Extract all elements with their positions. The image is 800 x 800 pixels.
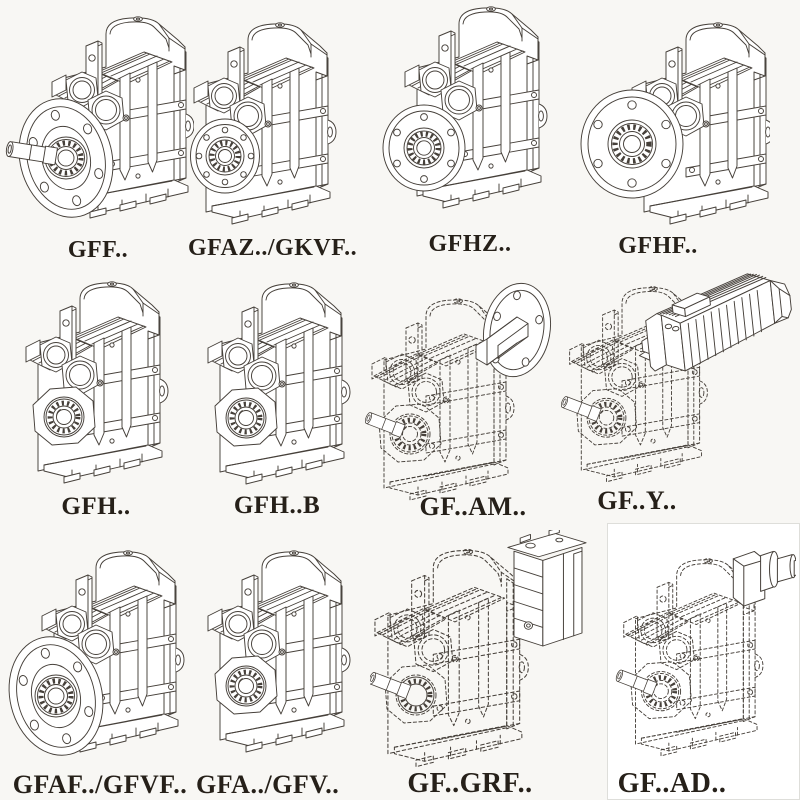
item-label-gfhf: GFHF.. [618, 233, 698, 259]
catalog-item-gfh-b: GFH..B [194, 278, 360, 528]
gearbox-drawing-gfhz [375, 6, 548, 209]
catalog-item-gf-grf: GF..GRF.. [370, 530, 608, 800]
catalog-item-gff: GFF.. [2, 8, 194, 268]
catalog-item-gf-am: GF..AM.. [360, 276, 560, 530]
gearbox-drawing-gfa [207, 550, 351, 753]
catalog-item-gfa-gfv: GFA../GFV.. [196, 540, 358, 800]
item-label-gff: GFF.. [67, 237, 129, 263]
catalog-item-gf-y: GF..Y.. [558, 270, 798, 526]
gearbox-drawing-gf-ad [612, 550, 796, 757]
gearbox-drawing-gfhf [570, 22, 770, 225]
item-label-gf-am: GF..AM.. [419, 492, 527, 521]
item-label-gf-ad: GF..AD.. [617, 768, 727, 799]
catalog-item-gfh: GFH.. [10, 275, 182, 527]
gearbox-drawing-gff [2, 16, 194, 236]
item-label-gfh: GFH.. [61, 493, 131, 520]
item-label-gfh-b: GFH..B [233, 492, 321, 519]
catalog-item-gfaz-gkvf: GFAZ../GKVF.. [188, 10, 358, 268]
gearbox-drawing-gfh [25, 281, 169, 484]
catalog-item-gfaf-gfvf: GFAF../GFVF.. [4, 540, 196, 800]
item-label-gf-y: GF..Y.. [597, 486, 677, 515]
gearbox-drawing-gf-y [558, 270, 798, 483]
catalog-item-gfhz: GFHZ.. [375, 0, 550, 266]
item-label-gfhz: GFHZ.. [428, 231, 512, 257]
item-label-gf-grf: GF..GRF.. [407, 768, 533, 799]
gearbox-drawing-gf-grf [370, 530, 587, 768]
gearbox-drawing-gfaf [4, 550, 185, 772]
item-label-gfa-gfv: GFA../GFV.. [196, 770, 340, 799]
gearbox-drawing-gfaz [188, 22, 337, 225]
gearbox-drawing-gf-am [362, 277, 559, 501]
catalog-item-gf-ad: GF..AD.. [612, 536, 796, 800]
item-label-gfaz-gkvf: GFAZ../GKVF.. [188, 235, 358, 261]
catalog-item-gfhf: GFHF.. [570, 10, 770, 268]
item-label-gfaf-gfvf: GFAF../GFVF.. [12, 770, 188, 799]
gearbox-drawing-gfh-b [207, 282, 351, 485]
